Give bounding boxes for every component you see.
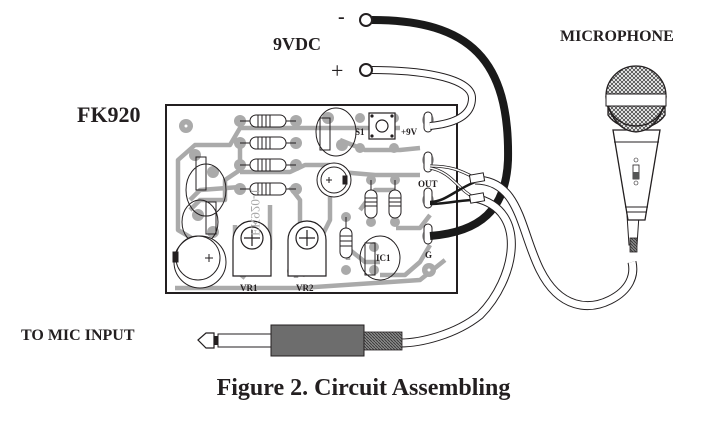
negative-symbol: - (338, 6, 345, 28)
resistor-r3 (240, 158, 296, 172)
capacitors (172, 107, 401, 289)
positive-symbol: + (331, 58, 344, 83)
resistor-r1 (240, 114, 296, 128)
switch-s1 (368, 112, 396, 140)
resistor-r5 (364, 180, 378, 219)
switch-label: S1 (355, 127, 365, 137)
trimmer-vr2 (287, 220, 327, 277)
ground-pad-label: G (425, 250, 433, 260)
resistor-r6 (388, 180, 402, 219)
supply-pad-label: +9V (401, 127, 418, 137)
negative-wire (371, 16, 513, 240)
resistor-r4 (240, 182, 296, 196)
positive-wire (371, 67, 476, 129)
trimmer-1-label: VR1 (240, 283, 258, 293)
negative-terminal (359, 13, 373, 27)
kit-label: FK920 (77, 102, 141, 127)
electrolytic-cap-c2 (172, 235, 227, 289)
resistors (240, 114, 402, 259)
wire-terminals (423, 111, 433, 245)
power-voltage-label: 9VDC (273, 34, 321, 54)
ic-label: IC1 (376, 253, 391, 263)
pcb-silkscreen-text: EK920-1 (248, 188, 263, 236)
mic-cable (474, 176, 637, 309)
jack-cable (399, 194, 515, 347)
positive-terminal (359, 63, 373, 77)
trimmer-2-label: VR2 (296, 283, 314, 293)
figure-caption: Figure 2. Circuit Assembling (216, 375, 511, 401)
output-label: TO MIC INPUT (21, 327, 135, 344)
resistor-r7 (339, 217, 353, 259)
trimmer-vr1 (232, 220, 272, 277)
trimmers (232, 220, 327, 277)
quarter-inch-plug (197, 324, 403, 357)
microphone (605, 65, 667, 253)
output-pad-label: OUT (418, 179, 438, 189)
electrolytic-cap-c1 (316, 162, 352, 198)
pcb-board (165, 104, 458, 294)
microphone-label: MICROPHONE (560, 28, 674, 45)
resistor-r2 (240, 136, 296, 150)
